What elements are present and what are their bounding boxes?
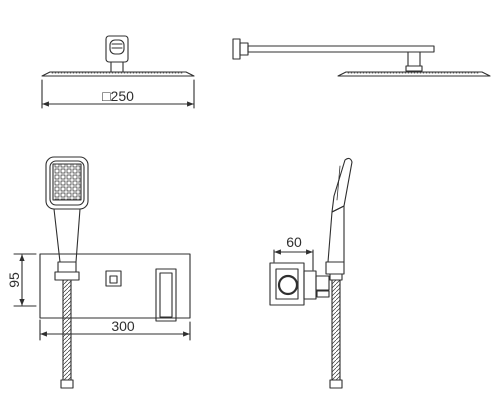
shower-arm xyxy=(247,45,435,53)
side-hose-nut xyxy=(329,379,343,389)
shower-hose xyxy=(62,279,72,381)
wall-outlet xyxy=(57,261,77,273)
box-height-label: 95 xyxy=(6,272,22,288)
arm-elbow xyxy=(407,51,421,67)
box-width-dimension: 300 xyxy=(39,318,191,341)
mixer-plate xyxy=(39,253,191,319)
side-shower-hose xyxy=(331,279,341,381)
head-width-dimension: □250 xyxy=(41,79,195,109)
side-shower-head-plate xyxy=(337,71,491,77)
mixer-side-view xyxy=(269,262,330,306)
side-hand-shower-handle xyxy=(327,205,345,263)
hand-shower-side xyxy=(325,157,353,389)
mixer-lever xyxy=(155,268,177,322)
mixer-front-view xyxy=(39,253,191,322)
wall-plate-side xyxy=(303,270,317,300)
overhead-shower-front-view xyxy=(41,35,195,77)
valve-cartridge xyxy=(277,274,299,296)
box-width-label: 300 xyxy=(111,318,135,334)
shower-head-plate xyxy=(41,71,195,77)
head-width-label: □250 xyxy=(102,88,134,104)
lever-side xyxy=(315,275,330,291)
side-wall-outlet xyxy=(325,261,345,275)
diverter-button xyxy=(105,270,122,287)
wall-flange xyxy=(232,38,241,60)
arm-connector xyxy=(110,61,124,73)
box-depth-label: 60 xyxy=(286,234,302,250)
box-height-dimension: 95 xyxy=(6,253,37,307)
box-depth-dimension: 60 xyxy=(273,234,314,271)
nozzle-grid xyxy=(52,163,82,201)
overhead-shower-side-view xyxy=(232,38,491,77)
hand-shower-front xyxy=(45,156,89,389)
side-hand-shower-head xyxy=(331,157,353,213)
hose-nut xyxy=(60,379,74,389)
flange-collar xyxy=(239,42,249,56)
bracket-knob xyxy=(109,39,125,55)
